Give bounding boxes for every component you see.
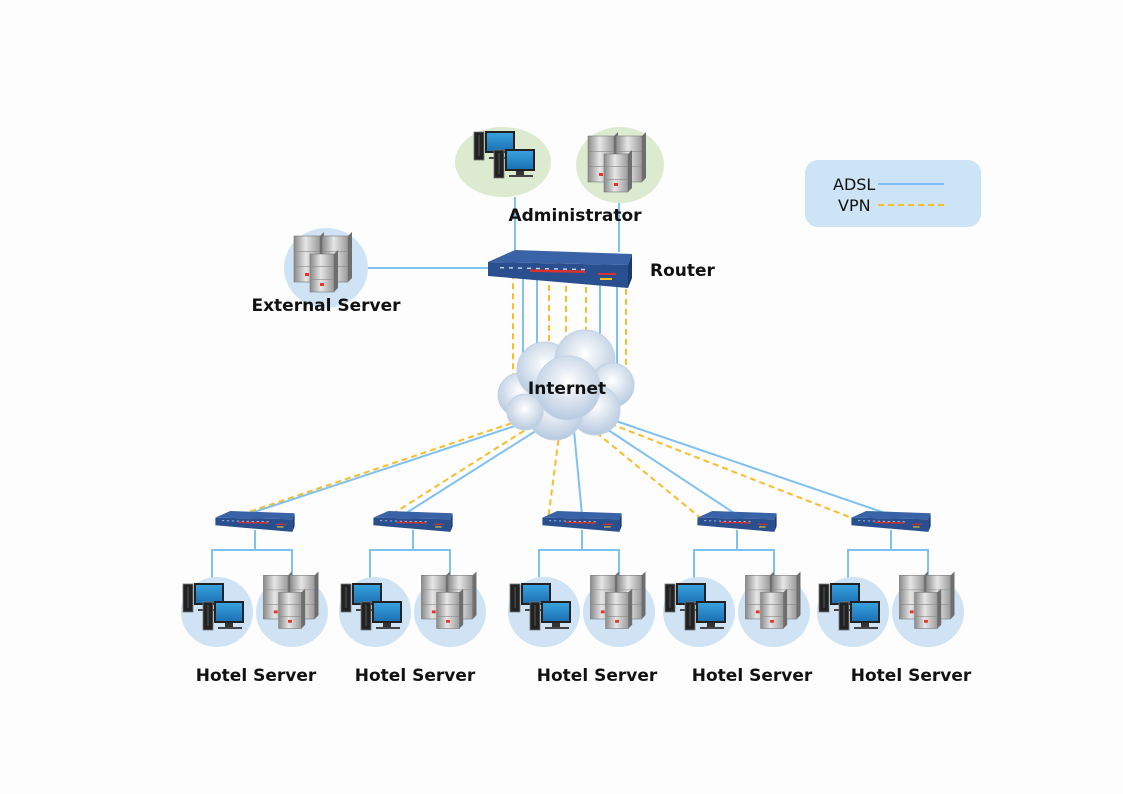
hotel-3-server-icon [590,571,646,629]
hotel-5-adsl-link [612,419,892,516]
hotel-4-label: Hotel Server [692,666,813,686]
hotel-3-router-icon [542,511,622,532]
hotel-labels: Hotel Server Hotel Server Hotel Server Hote… [196,666,972,686]
hotel-1-pc-icon [182,583,244,631]
hotel-4-server-link [737,549,775,578]
hotel-1-server-icon [263,571,319,629]
hotel-4-router-icon [697,511,777,532]
internet-cloud-icon [497,329,635,441]
legend-box [805,160,981,227]
hotel-3-server-link [582,549,620,578]
hotel-4-vpn-link [580,419,704,521]
legend: ADSL VPN [805,160,981,227]
hotel-2-label: Hotel Server [355,666,476,686]
router-label: Router [650,261,716,281]
hotel-5-server-icon [899,571,955,629]
hotel-3-adsl-link [572,419,583,516]
hotel-2-server-link [413,549,451,578]
hotel-3-pc-icon [509,583,571,631]
hotel-5-pc-link [847,530,892,578]
administrator-pc-icon [473,131,535,179]
hotel-1-label: Hotel Server [196,666,317,686]
hotel-2-pc-icon [340,583,402,631]
hotel-2-pc-link [369,530,414,578]
hotel-1-pc-link [211,530,256,578]
internet-label: Internet [528,379,606,399]
hotel-2-server-icon [421,571,477,629]
hotel-5-label: Hotel Server [851,666,972,686]
hotel-4-adsl-link [592,419,738,516]
external-server-label: External Server [251,296,401,316]
legend-adsl-label: ADSL [833,175,875,194]
administrator-server-icon [587,132,646,193]
hotel-1-router-icon [215,511,295,532]
hotel-4-pc-link [693,530,738,578]
hotel-5-router-icon [851,511,931,532]
hotel-1-adsl-link [244,419,534,516]
hotel-4-pc-icon [664,583,726,631]
hotel-1-vpn-link [224,419,522,521]
hotel-3-pc-link [538,530,583,578]
administrator-label: Administrator [508,206,642,226]
hotel-2-adsl-link [402,419,554,516]
legend-vpn-label: VPN [838,196,871,215]
hotel-5-server-link [891,549,929,578]
main-router-icon [488,250,632,288]
hotel-1-server-link [255,549,293,578]
hotel-4-server-icon [745,571,801,629]
nodes [181,127,964,647]
external-server-icon [293,232,352,293]
hotel-5-pc-icon [818,583,880,631]
hotel-3-label: Hotel Server [537,666,658,686]
hotel-2-router-icon [373,511,453,532]
hotel-2-vpn-link [382,419,542,521]
hotel-5-vpn-link [600,419,858,521]
hotel-3-vpn-link [547,419,562,521]
